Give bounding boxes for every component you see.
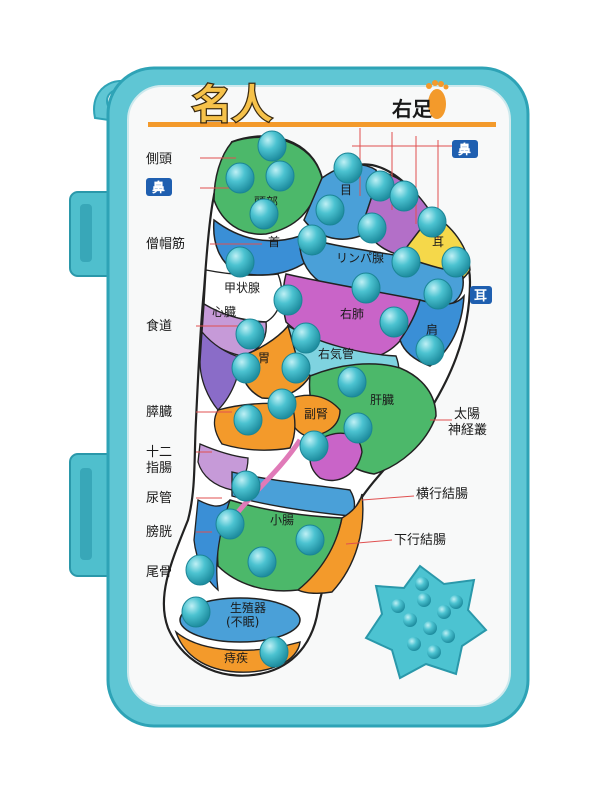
massage-nub	[249, 198, 279, 230]
zone-heart: 心臓	[212, 305, 236, 319]
massage-nub	[247, 546, 277, 578]
massage-nub	[225, 162, 255, 194]
pad-nub	[441, 629, 455, 643]
label-solar-plexus-line2: 神経叢	[448, 423, 487, 438]
zone-eye: 目	[340, 183, 352, 197]
pad-nub	[423, 621, 437, 635]
label-duodenum: 十二 指腸	[146, 445, 176, 476]
label-bladder: 膀胱	[146, 524, 172, 540]
zone-gonad-line1: 生殖器	[230, 600, 266, 615]
zone-neck: 首	[268, 235, 280, 249]
label-coccyx: 尾骨	[146, 565, 172, 580]
massage-nub	[423, 278, 453, 310]
star-massage-pad	[364, 564, 488, 680]
zone-lymph: リンパ腺	[336, 251, 384, 265]
massage-nub	[185, 554, 215, 586]
pad-nub	[415, 577, 429, 591]
foot-icon	[426, 80, 449, 119]
pad-nub	[391, 599, 405, 613]
zone-shoulder: 肩	[426, 322, 438, 337]
pad-nub	[407, 637, 421, 651]
label-temporal: 側頭	[146, 152, 172, 167]
label-descending-colon: 下行結腸	[394, 533, 446, 548]
zone-adrenal: 副腎	[304, 407, 328, 421]
massage-nub	[299, 430, 329, 462]
massage-nub	[315, 194, 345, 226]
foot-side-label: 右足	[392, 97, 433, 121]
zone-thyroid: 甲状腺	[224, 281, 260, 295]
massage-nub	[257, 130, 287, 162]
label-solar-plexus: 太陽 神経叢	[448, 407, 487, 438]
massage-nub	[215, 508, 245, 540]
massage-nub	[379, 306, 409, 338]
zone-ear-small: 耳	[432, 235, 444, 249]
label-esophagus: 食道	[146, 318, 172, 334]
zone-labels: 頭部 目 首 耳 リンパ腺 甲状腺 右肺 肩 心臓 胃 右気管 肝臓 副腎 小腸…	[212, 183, 444, 665]
board-title: 名人	[192, 82, 272, 128]
zone-right-lung: 右肺	[340, 306, 364, 321]
pad-nub	[449, 595, 463, 609]
massage-nub	[389, 180, 419, 212]
label-ureter: 尿管	[146, 491, 172, 506]
massage-nub	[231, 470, 261, 502]
massage-nub	[417, 206, 447, 238]
massage-nub	[441, 246, 471, 278]
massage-nub	[415, 334, 445, 366]
zone-gonad-line2: (不眠)	[226, 615, 259, 629]
massage-nub	[235, 318, 265, 350]
label-nose-right: 鼻	[458, 142, 471, 158]
massage-nub	[259, 636, 289, 668]
right-labels: 鼻 耳 太陽 神経叢 横行結腸 下行結腸	[394, 140, 492, 548]
zone-bronchus: 右気管	[318, 346, 354, 361]
massage-nub	[231, 352, 261, 384]
massage-nub	[291, 322, 321, 354]
pad-nub	[427, 645, 441, 659]
massage-nub	[267, 388, 297, 420]
zone-gonad: 生殖器 (不眠)	[226, 600, 270, 629]
label-trapezius: 僧帽筋	[146, 236, 185, 252]
label-duodenum-line2: 指腸	[146, 461, 172, 476]
zone-small-intestine: 小腸	[270, 513, 294, 527]
label-duodenum-line1: 十二	[146, 445, 172, 460]
massage-nub	[391, 246, 421, 278]
zone-stomach: 胃	[258, 351, 270, 365]
massage-nubs	[181, 130, 471, 668]
title-rule	[148, 122, 496, 127]
massage-nub	[281, 352, 311, 384]
label-pancreas: 膵臓	[146, 405, 172, 420]
massage-nub	[181, 596, 211, 628]
pad-nubs	[391, 577, 463, 659]
tag-nose-left	[146, 178, 172, 196]
label-nose-left: 鼻	[152, 180, 165, 196]
tag-ear-right	[470, 286, 492, 304]
pad-nub	[403, 613, 417, 627]
zone-hemorrhoid: 痔疾	[224, 650, 248, 665]
massage-nub	[273, 284, 303, 316]
massage-nub	[265, 160, 295, 192]
massage-nub	[225, 246, 255, 278]
massage-nub	[343, 412, 373, 444]
pad-nub	[417, 593, 431, 607]
pad-nub	[437, 605, 451, 619]
label-ear-right: 耳	[474, 289, 487, 304]
zone-liver: 肝臓	[370, 393, 394, 407]
massage-nub	[351, 272, 381, 304]
massage-nub	[337, 366, 367, 398]
massage-nub	[297, 224, 327, 256]
massage-nub	[295, 524, 325, 556]
massage-nub	[357, 212, 387, 244]
massage-nub	[233, 404, 263, 436]
label-solar-plexus-line1: 太陽	[454, 407, 480, 422]
label-transverse-colon: 横行結腸	[416, 487, 468, 502]
left-labels: 側頭 鼻 僧帽筋 食道 膵臓 十二 指腸 尿管 膀胱 尾骨	[146, 152, 185, 580]
hinge-top	[69, 191, 117, 277]
tag-nose-right	[452, 140, 478, 158]
massage-nub	[333, 152, 363, 184]
